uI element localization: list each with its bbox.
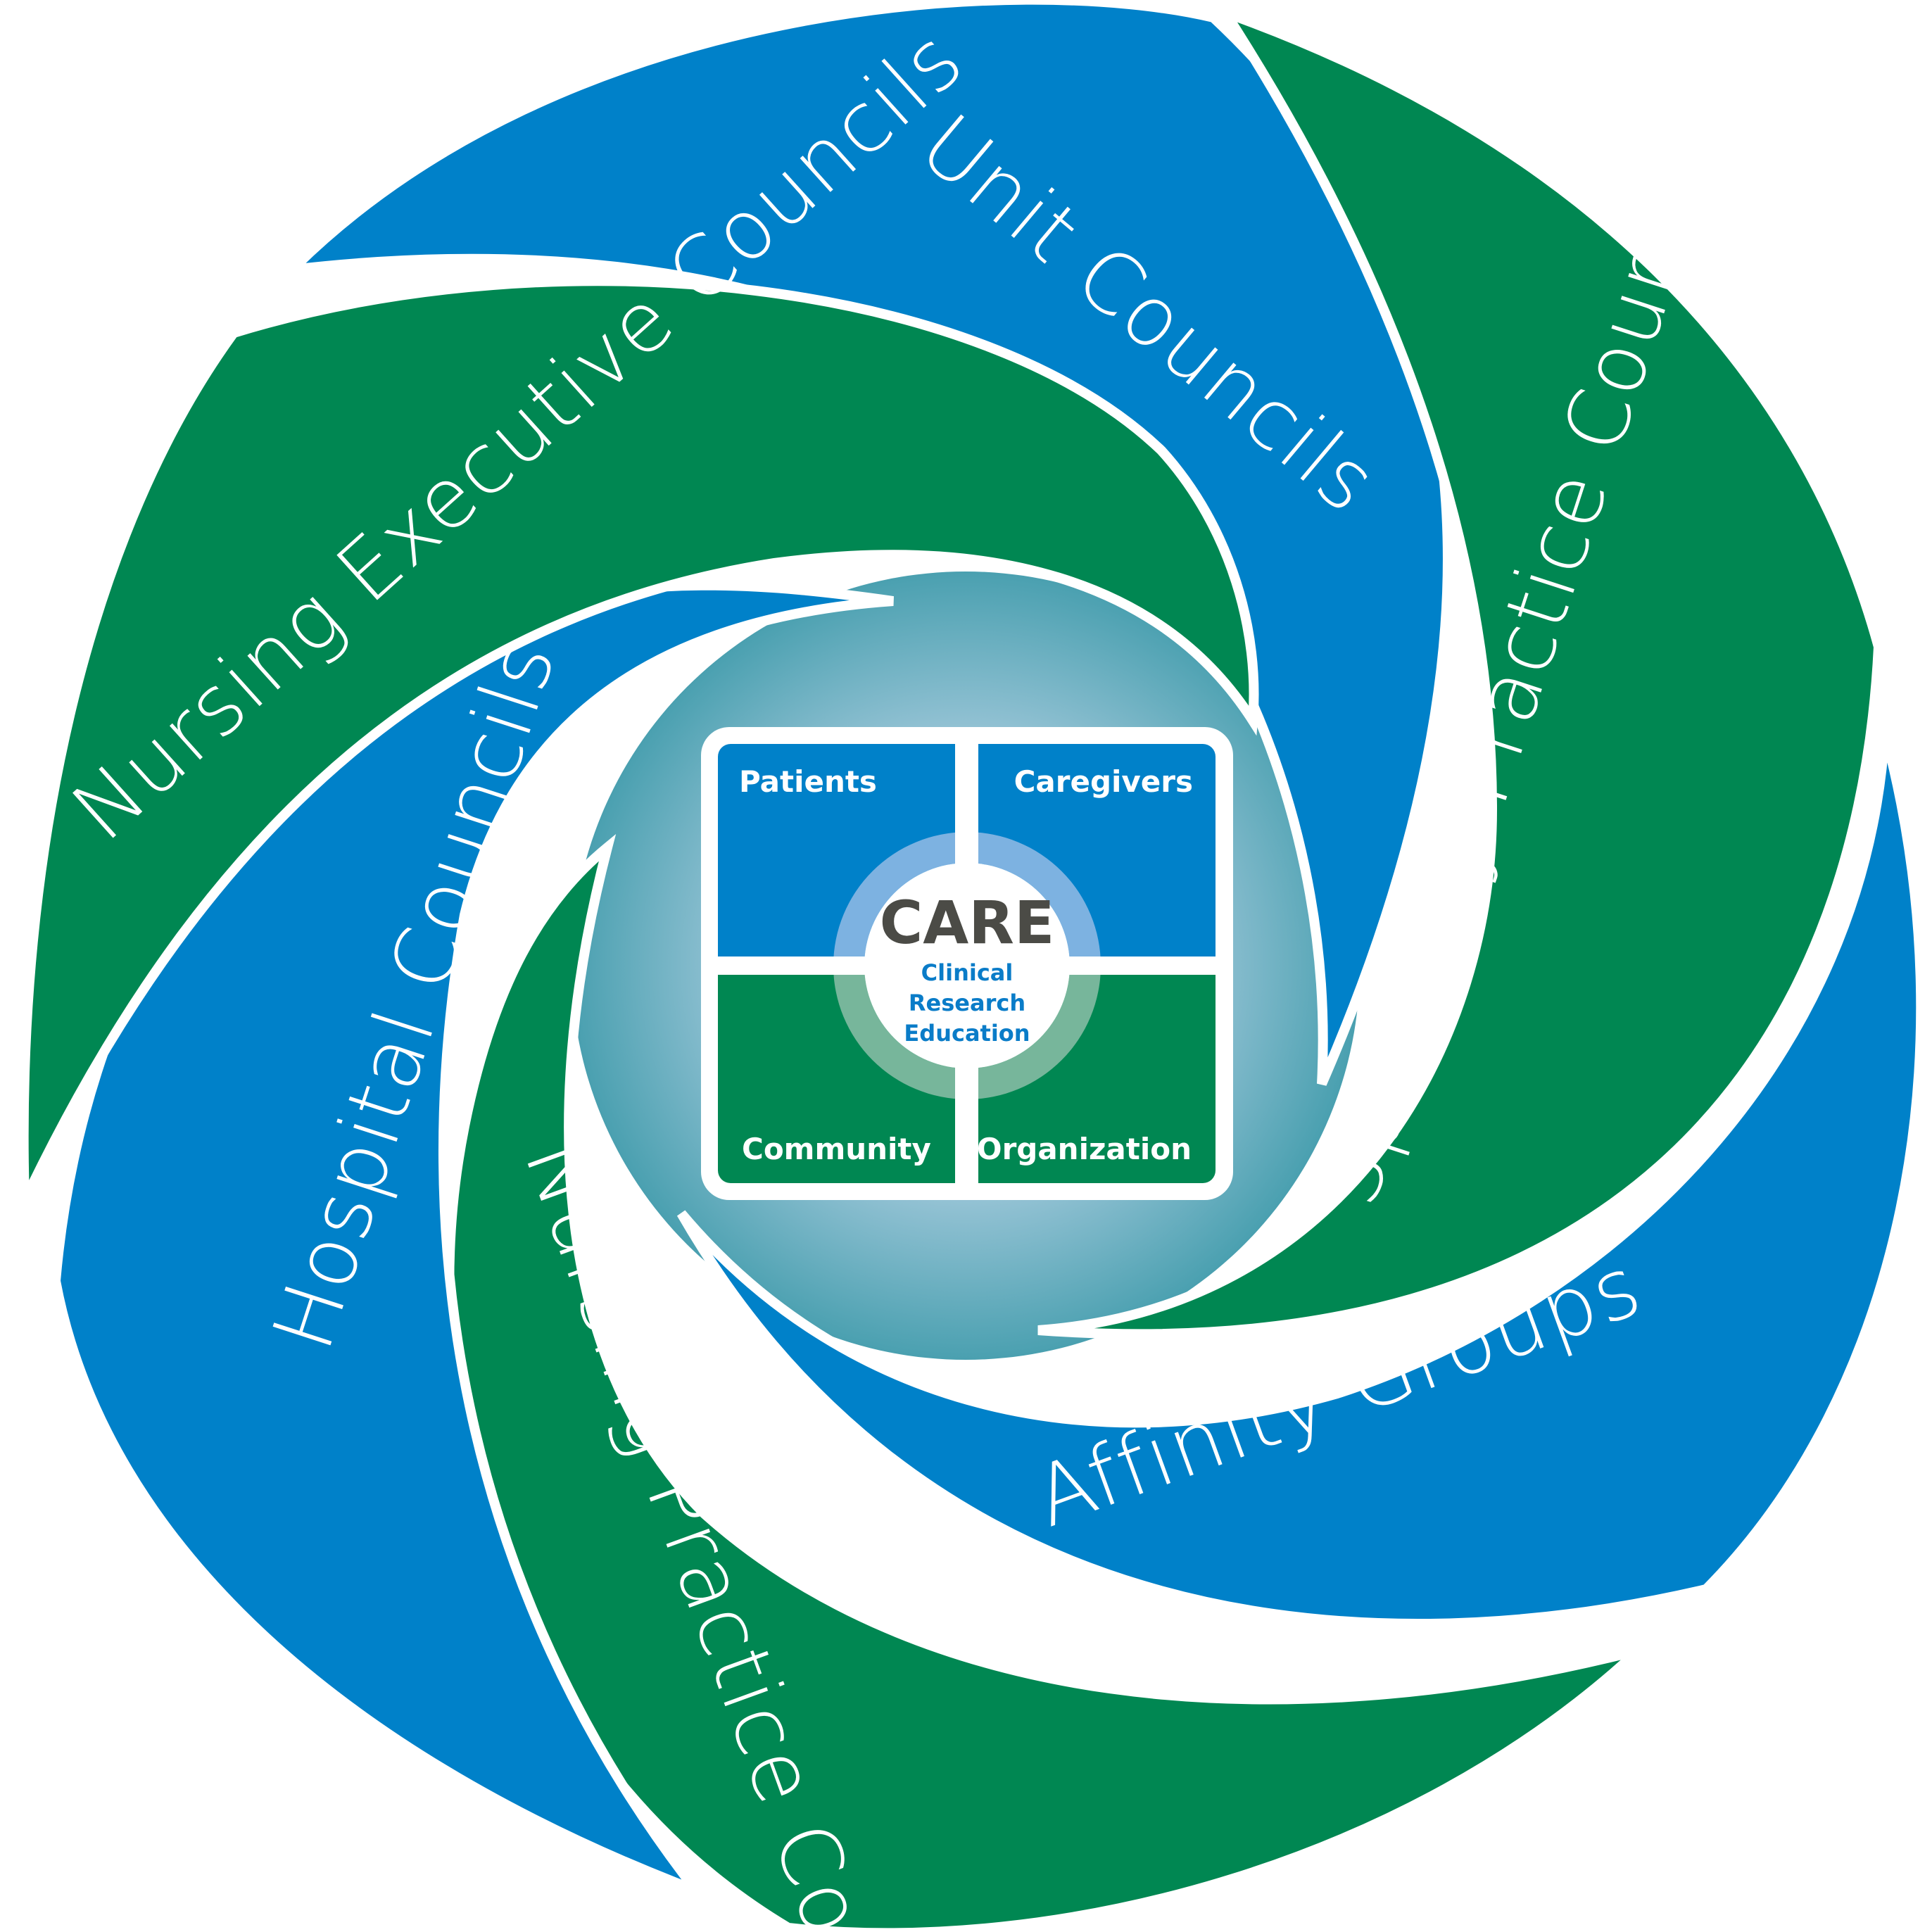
care-subtitle-research: Research	[909, 990, 1025, 1016]
quadrant-label-organization: Organization	[977, 1132, 1192, 1166]
care-center-circle	[864, 863, 1070, 1068]
ring-top	[833, 832, 1101, 966]
care-subtitle-clinical: Clinical	[921, 959, 1014, 986]
care-box: Patients Caregivers Community Organizati…	[701, 727, 1233, 1200]
blade-specialty-practice-councils[interactable]	[1037, 3, 1884, 1339]
blade-affinity-groups[interactable]	[676, 731, 1926, 1629]
quadrant-label-caregivers: Caregivers	[1014, 764, 1193, 799]
care-title: CARE	[880, 888, 1055, 957]
care-subtitle-education: Education	[904, 1020, 1030, 1047]
ring-bottom	[833, 966, 1101, 1099]
blade-nursing-practice-councils[interactable]	[444, 834, 1642, 1932]
blade-nursing-executive-councils[interactable]	[18, 276, 1259, 1204]
quadrant-label-community: Community	[742, 1132, 931, 1166]
quadrant-label-patients: Patients	[739, 764, 877, 799]
